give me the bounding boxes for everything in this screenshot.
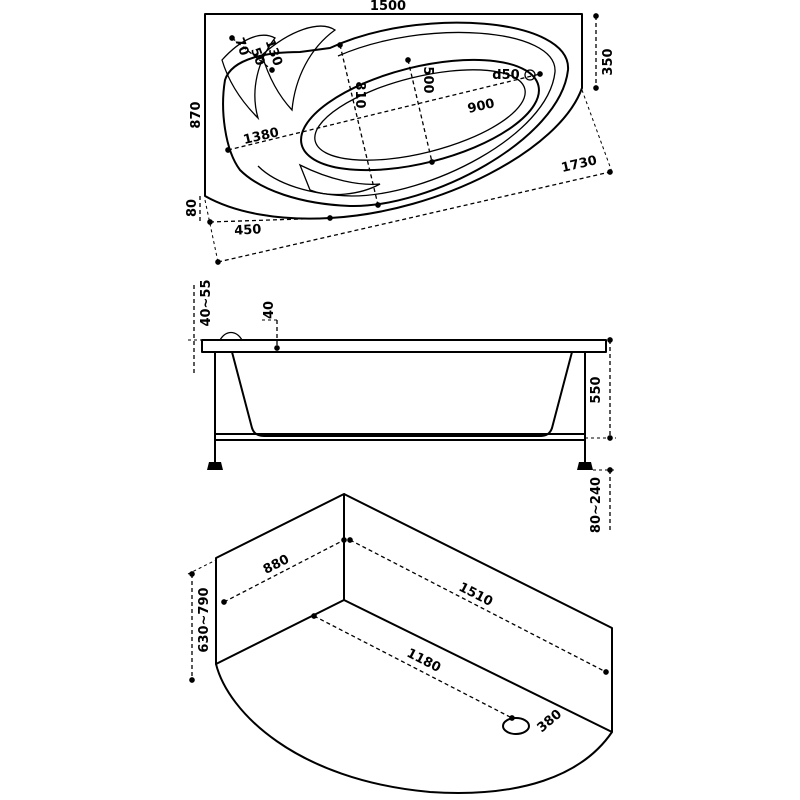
label-rim-range: 40~55 — [199, 279, 214, 326]
tub-head-curve — [219, 331, 243, 341]
floor-outline — [215, 663, 613, 794]
label-rim-thickness: 40 — [262, 301, 277, 319]
label-offset-80: 80 — [185, 199, 200, 217]
label-bowl-810: 810 — [352, 81, 367, 108]
label-basin-500: 500 — [420, 66, 435, 93]
foot-right — [577, 462, 593, 470]
label-width-1500: 1500 — [370, 0, 406, 14]
side-view: 40~55 40 550 80~240 — [188, 279, 616, 533]
ext-line-panel-top — [187, 559, 217, 575]
tub-rim-bar — [201, 339, 607, 353]
label-segment-450: 450 — [234, 222, 262, 238]
foot-left — [207, 462, 223, 470]
dim-line-1380 — [225, 71, 543, 153]
dim-line-headrest — [229, 35, 275, 73]
label-major-1380: 1380 — [242, 125, 281, 148]
label-base-length: 1180 — [404, 646, 443, 676]
dim-line-880 — [221, 537, 347, 605]
label-basin-900: 900 — [466, 96, 496, 117]
top-view: 1500 870 350 1730 1380 900 500 810 d50 8… — [185, 0, 616, 265]
label-drain-offset: 380 — [535, 707, 565, 736]
label-leg-range: 80~240 — [589, 477, 604, 533]
label-corner-350: 350 — [601, 48, 616, 75]
front-panel-left — [215, 493, 345, 665]
front-panel-right — [343, 493, 613, 733]
label-short-side: 880 — [261, 552, 292, 578]
label-headrest-50: 50 — [247, 46, 267, 68]
label-headrest-70: 70 — [231, 36, 251, 58]
frame-crossbar — [214, 433, 586, 441]
label-drain-d50: d50 — [492, 68, 519, 83]
ext-line-1730-a — [204, 199, 219, 263]
dim-line-450 — [207, 215, 333, 225]
label-depth-550: 550 — [589, 376, 604, 403]
dim-line-1180 — [311, 613, 515, 721]
label-diagonal-1730: 1730 — [560, 153, 599, 176]
dim-line-500 — [405, 57, 435, 165]
dim-line-1510 — [347, 537, 609, 675]
drain-circle — [524, 69, 536, 81]
drain-hole — [502, 717, 530, 735]
label-height-870: 870 — [189, 101, 204, 128]
label-panel-height: 630~790 — [197, 587, 212, 652]
panel-view: 630~790 880 1510 1180 380 — [187, 493, 613, 794]
ext-line-1730-b — [581, 89, 613, 173]
tub-basin-profile — [231, 351, 573, 437]
